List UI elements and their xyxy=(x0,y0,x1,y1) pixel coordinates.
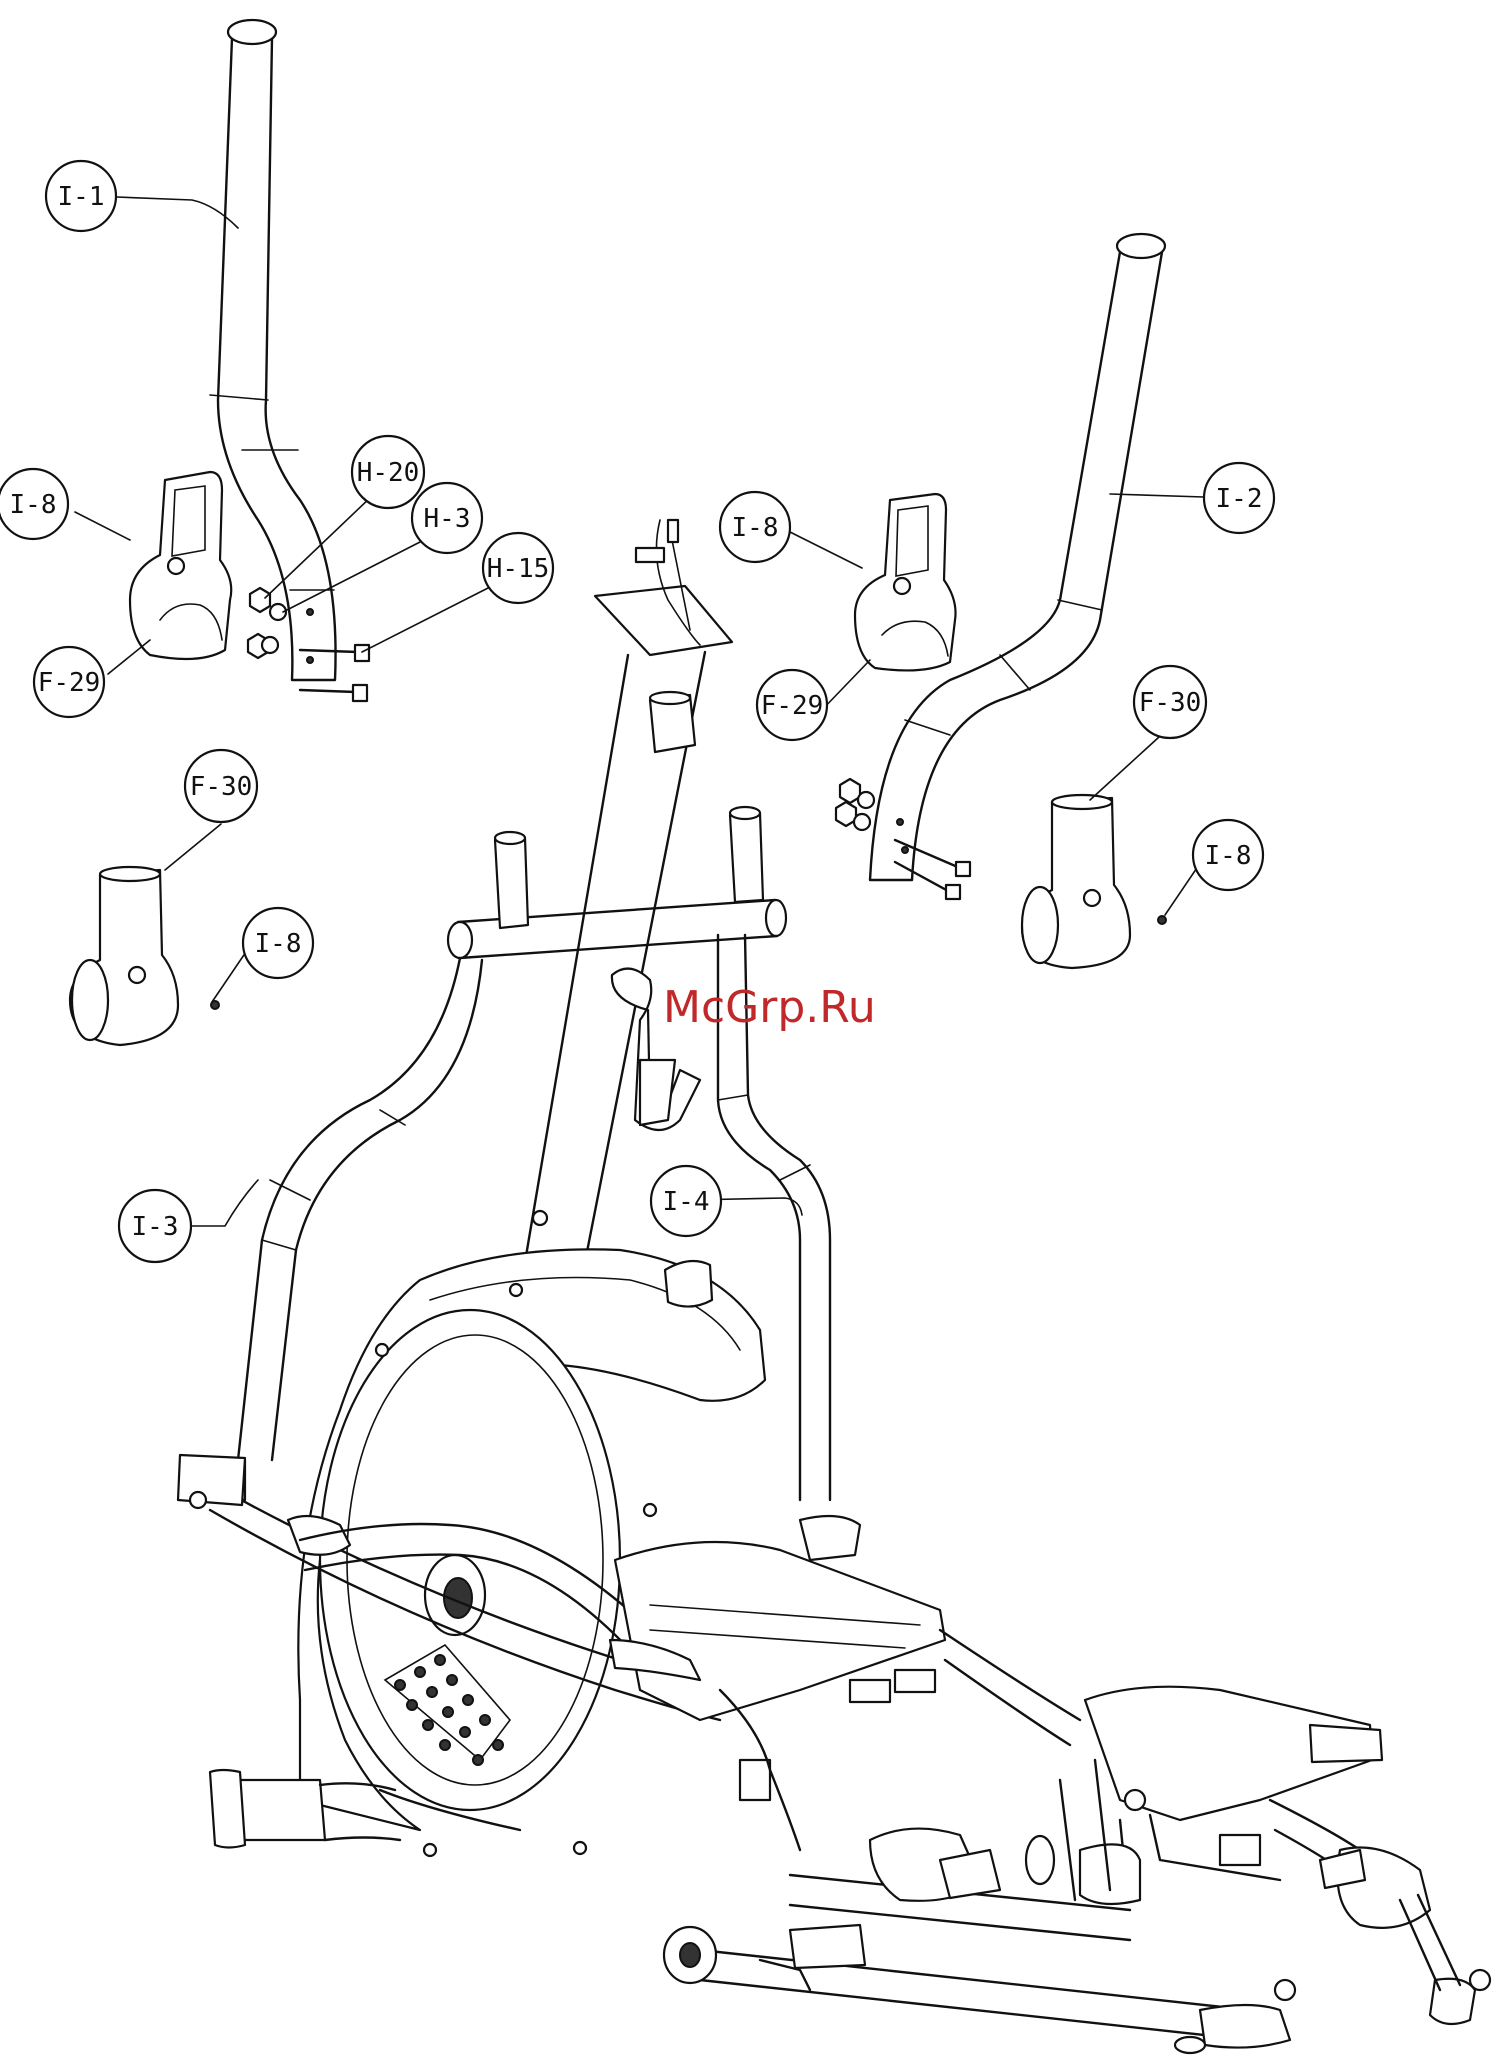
callout-i1: I-1 xyxy=(46,161,116,231)
callout-h15: H-15 xyxy=(483,533,553,603)
console-mast-clamp xyxy=(650,692,695,752)
callout-h3: H-3 xyxy=(412,483,482,553)
label-i8-left-lower: I-8 xyxy=(255,929,302,959)
left-lower-sleeve-f30 xyxy=(70,867,219,1045)
pivot-cross-tube xyxy=(448,807,786,958)
right-lower-sleeve-f30 xyxy=(1022,795,1166,968)
callout-i8-right-upper: I-8 xyxy=(720,492,790,562)
right-pivot-cover-f29 xyxy=(855,494,956,670)
label-i8-right-upper: I-8 xyxy=(732,513,779,543)
watermark-text: McGrp.Ru xyxy=(663,982,876,1033)
callout-i2: I-2 xyxy=(1204,463,1274,533)
label-i8-left: I-8 xyxy=(10,490,57,520)
callout-f29-right: F-29 xyxy=(757,670,827,740)
label-i3: I-3 xyxy=(132,1212,179,1242)
callout-f30-left: F-30 xyxy=(185,750,257,822)
label-i4: I-4 xyxy=(663,1187,710,1217)
left-hardware xyxy=(248,588,369,701)
label-i8-right-lower: I-8 xyxy=(1205,841,1252,871)
callout-h20: H-20 xyxy=(352,436,424,508)
callout-i8-right-lower: I-8 xyxy=(1193,820,1263,890)
label-f30-right: F-30 xyxy=(1139,688,1202,718)
label-f30-left: F-30 xyxy=(190,772,253,802)
label-f29-left: F-29 xyxy=(38,668,101,698)
label-h15: H-15 xyxy=(487,554,550,584)
label-h20: H-20 xyxy=(357,458,420,488)
callout-i3: I-3 xyxy=(119,1190,191,1262)
flywheel-housing xyxy=(298,1211,765,1856)
label-i2: I-2 xyxy=(1216,484,1263,514)
callout-i4: I-4 xyxy=(651,1166,721,1236)
callout-i8-left-lower: I-8 xyxy=(243,908,313,978)
console-bracket xyxy=(525,520,732,1262)
callout-f30-right: F-30 xyxy=(1134,666,1206,738)
left-pivot-cover-f29 xyxy=(130,472,231,659)
label-f29-right: F-29 xyxy=(761,691,824,721)
callout-f29-left: F-29 xyxy=(34,647,104,717)
callout-i8-left: I-8 xyxy=(0,469,68,539)
label-i1: I-1 xyxy=(58,182,105,212)
rear-stabilizer xyxy=(664,1925,1490,2053)
right-pedal-assembly xyxy=(940,1630,1382,1880)
label-h3: H-3 xyxy=(424,504,471,534)
